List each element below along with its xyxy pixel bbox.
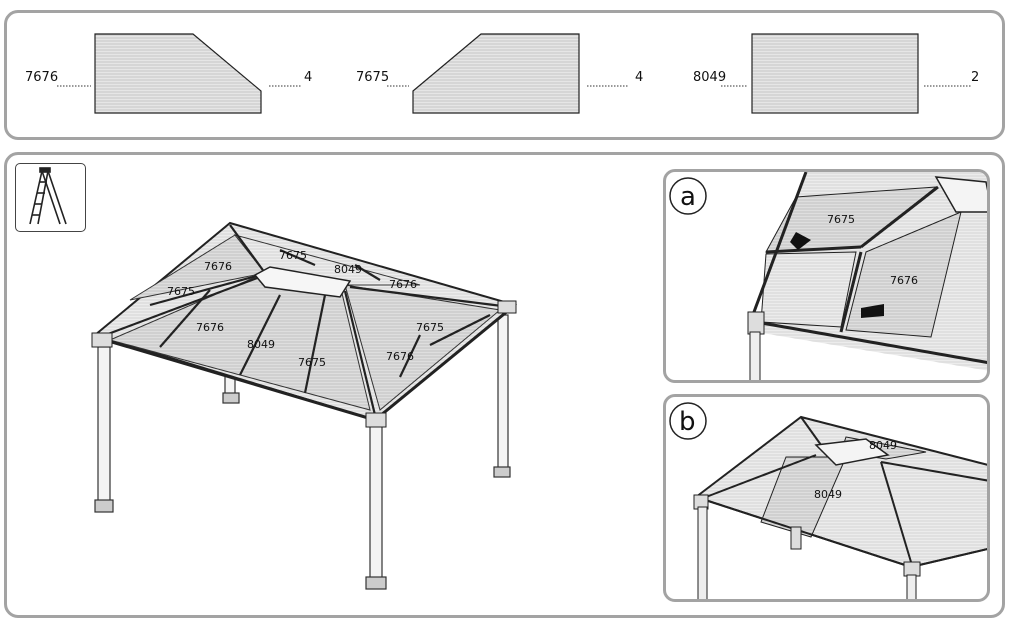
parts-panel: 7676 4 7675 4 8049 2 (4, 10, 1005, 140)
part-qty-2: 4 (635, 70, 644, 85)
detail-b-label: b (679, 407, 696, 437)
detail-b-panel-front: 8049 (814, 488, 842, 501)
part-panel-8049-shape (721, 33, 971, 114)
detail-a-panel: a 7675 7676 (663, 169, 990, 383)
detail-b-panel: b 8049 8049 (663, 394, 990, 602)
part-panel-7676-shape (57, 33, 301, 114)
detail-a-panel-right: 7676 (890, 274, 918, 287)
part-qty-3: 2 (971, 70, 980, 85)
ladder-icon-box (15, 163, 86, 232)
gazebo-main-drawing: 7676 7675 7675 8049 7676 7676 8049 7675 … (91, 221, 518, 590)
label-back-center: 8049 (334, 263, 362, 276)
label-back-left: 7675 (279, 249, 307, 262)
part-panel-7675-shape (387, 33, 629, 114)
label-front-3: 7675 (298, 356, 326, 369)
detail-b-panel-back: 8049 (869, 439, 897, 452)
detail-a-panel-upper: 7675 (827, 213, 855, 226)
part-code-3: 8049 (693, 70, 727, 85)
label-front-2: 8049 (247, 338, 275, 351)
ladder-icon (29, 167, 67, 225)
label-left-lower: 7675 (167, 285, 195, 298)
label-right-lower: 7676 (386, 350, 414, 363)
label-front-1: 7676 (196, 321, 224, 334)
label-right-upper: 7675 (416, 321, 444, 334)
label-back-right: 7676 (389, 278, 417, 291)
part-code-1: 7676 (25, 70, 59, 85)
detail-b-drawing: b 8049 8049 (669, 402, 987, 599)
label-left-upper: 7676 (204, 260, 232, 273)
detail-a-label: a (680, 182, 696, 212)
part-qty-1: 4 (304, 70, 313, 85)
detail-a-drawing: a 7675 7676 (669, 172, 987, 380)
part-code-2: 7675 (356, 70, 390, 85)
